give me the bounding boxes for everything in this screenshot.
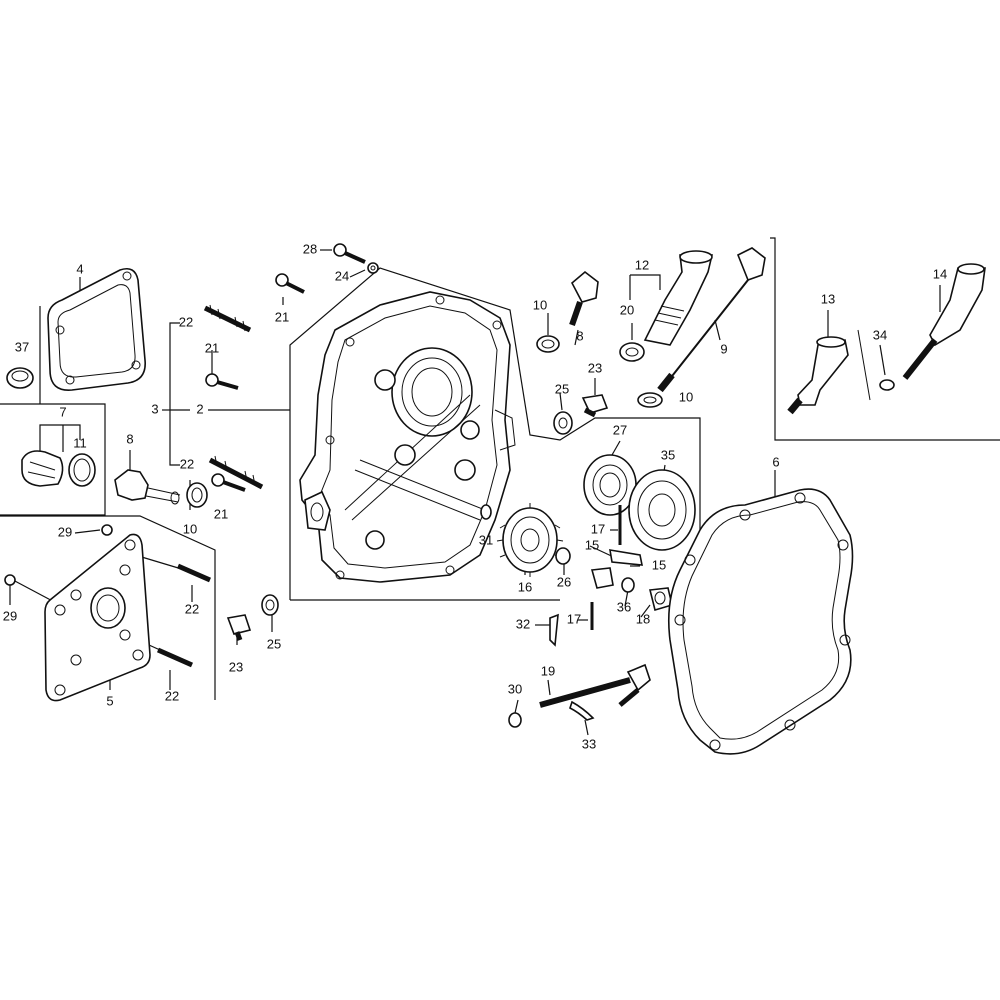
callout-26: 26 [557, 574, 571, 589]
o-ring-20 [619, 342, 645, 362]
o-ring-11 [68, 453, 96, 487]
stud-bolt-22-cover-lower [156, 647, 194, 668]
callout-37: 37 [15, 339, 29, 354]
side-cover-5 [44, 533, 151, 702]
callout-15-right: 15 [652, 557, 666, 572]
callout-33: 33 [582, 736, 596, 751]
callout-5: 5 [106, 693, 113, 708]
plug-37 [6, 367, 34, 389]
washer-25-upper [553, 411, 573, 435]
callout-20: 20 [620, 302, 634, 317]
callout-16: 16 [518, 579, 532, 594]
callout-17-lower: 17 [567, 611, 581, 626]
callout-labels: 2 3 4 5 6 7 8 8 9 10 10 10 11 12 13 14 1… [3, 241, 947, 751]
callout-10-upper: 10 [533, 297, 547, 312]
callout-34: 34 [873, 327, 887, 342]
filler-tube-13 [787, 336, 849, 415]
bearing-35 [628, 469, 696, 551]
washer-24 [367, 262, 379, 274]
governor-gear-16 [496, 503, 564, 577]
bolt-21-top [275, 273, 305, 294]
stud-bolt-22-lower [208, 455, 264, 490]
oil-filler-tube-12 [643, 250, 714, 346]
callout-13: 13 [821, 291, 835, 306]
bolt-23-lower [226, 614, 252, 641]
callout-31: 31 [479, 532, 493, 547]
callout-22-cover-upper: 22 [185, 601, 199, 616]
callout-10-right: 10 [679, 389, 693, 404]
nut-30 [508, 712, 522, 728]
bolt-29-left [4, 574, 16, 586]
crankcase-cover-2 [299, 291, 516, 583]
callout-23-lower: 23 [229, 659, 243, 674]
callout-9: 9 [720, 341, 727, 356]
washer-36 [621, 577, 635, 593]
callout-17-upper: 17 [591, 521, 605, 536]
callout-18: 18 [636, 611, 650, 626]
callout-23-upper: 23 [588, 360, 602, 375]
filler-cap-7 [21, 450, 64, 487]
callout-14: 14 [933, 266, 947, 281]
washer-26 [555, 547, 571, 565]
bolt-23-upper [581, 394, 609, 418]
callout-19: 19 [541, 663, 555, 678]
gasket-6 [667, 488, 854, 755]
oil-level-switch-8-right [569, 270, 599, 326]
callout-25-upper: 25 [555, 381, 569, 396]
callout-6: 6 [772, 454, 779, 469]
clip-32 [549, 613, 559, 647]
callout-32: 32 [516, 616, 530, 631]
callout-25-lower: 25 [267, 636, 281, 651]
callout-4: 4 [76, 261, 83, 276]
callout-22-middle: 22 [180, 456, 194, 471]
callout-11: 11 [73, 435, 87, 450]
callout-29-left: 29 [3, 608, 17, 623]
washer-10-right-upper [536, 335, 560, 353]
oil-level-switch-8-left [114, 469, 181, 505]
callout-21-top: 21 [275, 309, 289, 324]
callout-21-upper: 21 [205, 340, 219, 355]
callout-29-top: 29 [58, 524, 72, 539]
dipstick-14 [857, 263, 986, 401]
governor-arm-15 [590, 549, 643, 589]
callout-35: 35 [661, 447, 675, 462]
callout-24: 24 [335, 268, 349, 283]
washer-10-left [186, 482, 208, 508]
bolt-21-lower [211, 473, 246, 492]
washer-25-lower [261, 594, 279, 616]
bearing-27 [583, 454, 637, 516]
callout-21-lower: 21 [214, 506, 228, 521]
callout-12: 12 [635, 257, 649, 272]
governor-shaft-19 [539, 663, 651, 708]
callout-8-right: 8 [576, 328, 583, 343]
callout-22-upper: 22 [179, 314, 193, 329]
callout-7: 7 [59, 404, 66, 419]
callout-3: 3 [151, 401, 158, 416]
stud-bolt-22-upper [203, 304, 252, 333]
callout-15-upper: 15 [585, 537, 599, 552]
callout-2: 2 [196, 401, 203, 416]
region-borders [0, 237, 1000, 700]
callout-27: 27 [613, 422, 627, 437]
bolt-29-top [101, 524, 113, 536]
spring-clip-33 [569, 700, 595, 721]
bolt-28 [333, 243, 366, 264]
washer-10-right-lower [637, 392, 663, 408]
callout-36: 36 [617, 599, 631, 614]
dipstick-9 [657, 247, 766, 393]
gasket-4 [47, 267, 146, 391]
callout-10-left: 10 [183, 521, 197, 536]
callout-28: 28 [303, 241, 317, 256]
washer-34 [879, 379, 895, 391]
callout-8-left: 8 [126, 431, 133, 446]
callout-22-cover-lower: 22 [165, 688, 179, 703]
bolt-21-upper [205, 373, 239, 390]
stud-bolt-22-cover-upper [176, 563, 212, 583]
pin-31 [480, 504, 492, 520]
callout-30: 30 [508, 681, 522, 696]
